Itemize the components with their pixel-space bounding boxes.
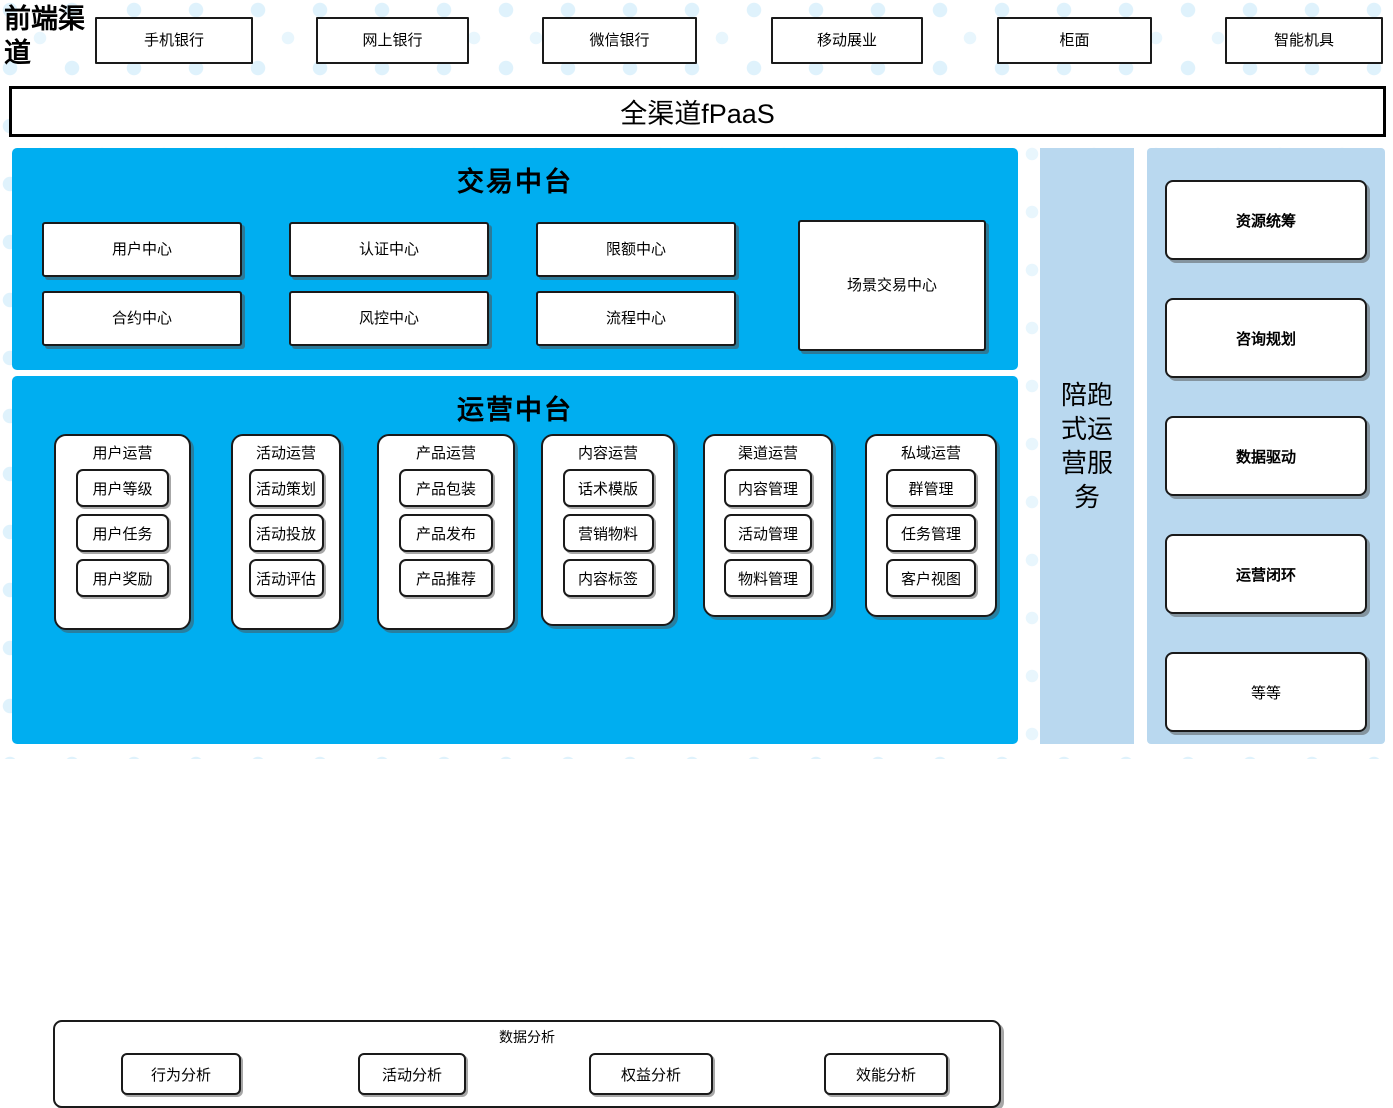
ops-column-4: 内容运营话术模版营销物料内容标签 <box>541 434 675 626</box>
ops-sub-item-5-2[interactable]: 活动管理 <box>724 514 812 552</box>
ops-sub-item-6-2[interactable]: 任务管理 <box>886 514 976 552</box>
ops-column-title-1: 用户运营 <box>92 445 153 462</box>
ops-column-5: 渠道运营内容管理活动管理物料管理 <box>703 434 833 617</box>
capability-card-1[interactable]: 资源统筹 <box>1165 180 1367 260</box>
operations-center-title: 运营中台 <box>457 395 573 425</box>
ops-column-title-4: 内容运营 <box>577 445 638 462</box>
capability-card-2[interactable]: 咨询规划 <box>1165 298 1367 378</box>
trade-card-4[interactable]: 场景交易中心 <box>798 220 986 351</box>
channel-box-2[interactable]: 网上银行 <box>316 17 469 64</box>
ops-sub-item-1-3[interactable]: 用户奖励 <box>76 559 169 597</box>
ops-sub-item-5-1[interactable]: 内容管理 <box>724 469 812 507</box>
trade-card-6[interactable]: 风控中心 <box>289 291 489 346</box>
ops-column-title-2: 活动运营 <box>255 445 316 462</box>
capability-panel: 资源统筹咨询规划数据驱动运营闭环等等 <box>1147 148 1385 744</box>
data-analysis-box-3[interactable]: 权益分析 <box>589 1053 713 1095</box>
ops-column-3: 产品运营产品包装产品发布产品推荐 <box>377 434 515 630</box>
ops-sub-item-6-1[interactable]: 群管理 <box>886 469 976 507</box>
ops-sub-item-6-3[interactable]: 客户视图 <box>886 559 976 597</box>
ops-sub-item-1-1[interactable]: 用户等级 <box>76 469 169 507</box>
channel-box-4[interactable]: 移动展业 <box>771 17 923 64</box>
ops-column-title-3: 产品运营 <box>415 445 476 462</box>
ops-sub-item-1-2[interactable]: 用户任务 <box>76 514 169 552</box>
ops-sub-item-3-3[interactable]: 产品推荐 <box>399 559 493 597</box>
ops-column-1: 用户运营用户等级用户任务用户奖励 <box>54 434 191 630</box>
ops-column-title-6: 私域运营 <box>900 445 961 462</box>
ops-column-2: 活动运营活动策划活动投放活动评估 <box>231 434 341 630</box>
fpaas-label: 全渠道fPaaS <box>620 99 775 129</box>
channel-box-6[interactable]: 智能机具 <box>1225 17 1383 64</box>
accompanying-service-column: 陪跑式运营服务 <box>1040 148 1134 744</box>
architecture-diagram: 前端渠道 手机银行 网上银行 微信银行 移动展业 柜面 智能机具 全渠道fPaaS 交易中… <box>4 4 1386 1108</box>
trade-card-5[interactable]: 合约中心 <box>42 291 242 346</box>
data-analysis-section: 数据分析 行为分析 活动分析 权益分析 效能分析 <box>53 1020 1001 1108</box>
channel-box-3[interactable]: 微信银行 <box>542 17 697 64</box>
trade-card-1[interactable]: 用户中心 <box>42 222 242 277</box>
data-analysis-box-4[interactable]: 效能分析 <box>824 1053 948 1095</box>
capability-card-5[interactable]: 等等 <box>1165 652 1367 732</box>
ops-sub-item-4-3[interactable]: 内容标签 <box>562 559 654 597</box>
ops-column-6: 私域运营群管理任务管理客户视图 <box>865 434 997 617</box>
channel-box-1[interactable]: 手机银行 <box>95 17 253 64</box>
capability-card-4[interactable]: 运营闭环 <box>1165 534 1367 614</box>
channel-box-5[interactable]: 柜面 <box>997 17 1152 64</box>
ops-column-title-5: 渠道运营 <box>737 445 798 462</box>
ops-sub-item-2-1[interactable]: 活动策划 <box>248 469 324 507</box>
trade-center-title: 交易中台 <box>457 167 573 197</box>
trade-card-7[interactable]: 流程中心 <box>536 291 736 346</box>
ops-sub-item-5-3[interactable]: 物料管理 <box>724 559 812 597</box>
ops-sub-item-4-1[interactable]: 话术模版 <box>562 469 654 507</box>
front-end-channel-label: 前端渠道 <box>4 4 85 68</box>
accompanying-service-label: 陪跑式运营服务 <box>1060 380 1113 512</box>
ops-sub-item-2-3[interactable]: 活动评估 <box>248 559 324 597</box>
capability-card-3[interactable]: 数据驱动 <box>1165 416 1367 496</box>
trade-card-2[interactable]: 认证中心 <box>289 222 489 277</box>
ops-sub-item-2-2[interactable]: 活动投放 <box>248 514 324 552</box>
data-analysis-box-1[interactable]: 行为分析 <box>121 1053 241 1095</box>
data-analysis-title: 数据分析 <box>499 1029 555 1045</box>
trade-card-3[interactable]: 限额中心 <box>536 222 736 277</box>
omnichannel-fpaas-banner: 全渠道fPaaS <box>9 86 1386 137</box>
trade-center-panel: 交易中台 用户中心认证中心限额中心 场景交易中心合约中心风控中心流程中心 <box>12 148 1018 370</box>
ops-sub-item-3-1[interactable]: 产品包装 <box>399 469 493 507</box>
ops-sub-item-4-2[interactable]: 营销物料 <box>562 514 654 552</box>
data-analysis-box-2[interactable]: 活动分析 <box>358 1053 466 1095</box>
operations-center-panel: 运营中台 用户运营用户等级用户任务用户奖励活动运营活动策划活动投放活动评估产品运… <box>12 376 1018 1108</box>
ops-sub-item-3-2[interactable]: 产品发布 <box>399 514 493 552</box>
